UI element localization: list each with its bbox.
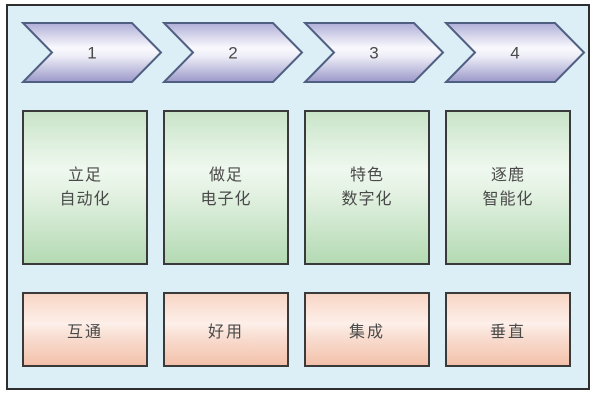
- step-number: 2: [228, 44, 237, 63]
- phase-box-2: 做足 电子化: [163, 110, 289, 265]
- phase-label-line1: 特色: [349, 166, 384, 184]
- phase-label-line1: 做足: [208, 166, 243, 184]
- step-arrow-4: 4: [443, 22, 586, 83]
- diagram-grid: 1 2 3 4: [8, 6, 588, 367]
- diagram-frame: 1 2 3 4: [6, 4, 590, 390]
- step-arrow-1: 1: [20, 22, 163, 83]
- chevron-arrow-icon: 4: [443, 22, 586, 83]
- step-number: 4: [510, 44, 519, 63]
- step-arrow-2: 2: [161, 22, 304, 83]
- phase-box-4: 逐鹿 智能化: [445, 110, 571, 265]
- step-number: 1: [87, 44, 96, 63]
- chevron-arrow-icon: 1: [20, 22, 163, 83]
- phase-box-1: 立足 自动化: [22, 110, 148, 265]
- step-arrow-3: 3: [302, 22, 445, 83]
- feature-label: 好用: [207, 323, 244, 341]
- chevron-arrow-icon: 3: [302, 22, 445, 83]
- phase-label-line2: 智能化: [482, 190, 534, 208]
- phase-label-line1: 逐鹿: [490, 166, 525, 184]
- feature-box-1: 互通: [22, 292, 148, 367]
- phase-label-line1: 立足: [67, 166, 102, 184]
- chevron-arrow-icon: 2: [161, 22, 304, 83]
- feature-label: 集成: [348, 323, 385, 341]
- feature-label: 垂直: [489, 323, 526, 341]
- phase-label-line2: 电子化: [200, 190, 252, 208]
- feature-label: 互通: [66, 323, 103, 341]
- phase-box-3: 特色 数字化: [304, 110, 430, 265]
- step-number: 3: [369, 44, 378, 63]
- feature-box-3: 集成: [304, 292, 430, 367]
- feature-box-2: 好用: [163, 292, 289, 367]
- feature-box-4: 垂直: [445, 292, 571, 367]
- phase-label-line2: 数字化: [341, 190, 393, 208]
- phase-label-line2: 自动化: [59, 190, 111, 208]
